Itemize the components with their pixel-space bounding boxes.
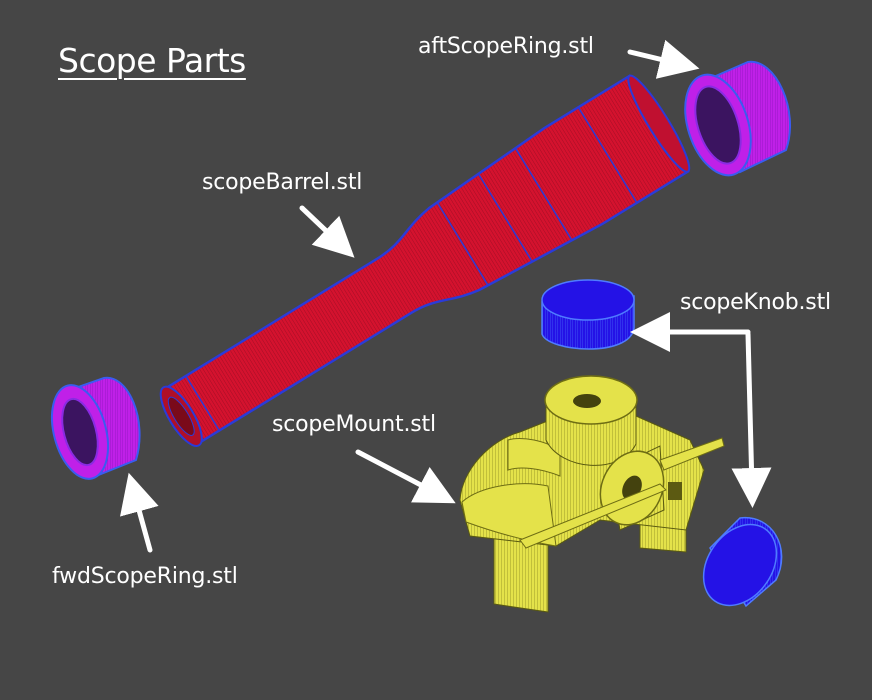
scope-knob-bottom-part [702,517,783,608]
arrow-barrel [299,205,355,258]
label-aft-scope-ring: aftScopeRing.stl [418,34,594,59]
arrow-fwd-ring [120,472,159,553]
scope-barrel-part [159,74,691,447]
label-scope-knob: scopeKnob.stl [680,290,831,315]
arrow-aft-ring [627,39,700,79]
scope-knob-top-part [541,279,635,350]
arrow-knob-bottom [731,331,772,508]
label-fwd-scope-ring: fwdScopeRing.stl [52,564,238,589]
label-scope-mount: scopeMount.stl [272,412,436,437]
aft-scope-ring-part [684,60,791,177]
label-scope-barrel: scopeBarrel.stl [202,170,363,195]
page-title: Scope Parts [58,41,246,80]
fwd-scope-ring-part [50,376,141,480]
scope-mount-part [459,375,725,613]
arrow-mount [355,449,456,504]
callout-arrows [120,39,772,553]
